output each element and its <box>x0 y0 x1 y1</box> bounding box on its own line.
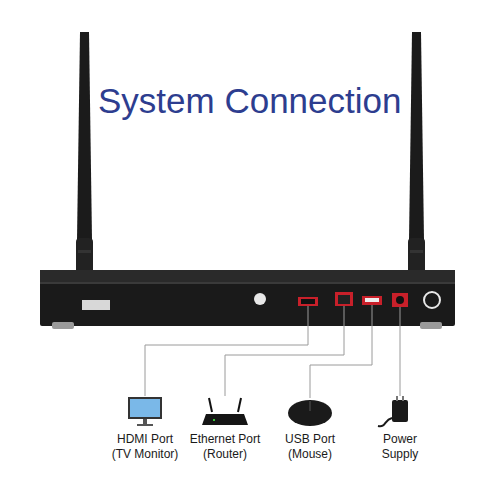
nvr-housing <box>40 270 455 329</box>
power-adapter-icon <box>378 396 408 426</box>
leader-line <box>145 305 400 398</box>
port-caption: USB Port (Mouse) <box>280 432 340 462</box>
port <box>335 292 353 306</box>
mouse-icon <box>288 400 332 426</box>
port <box>362 296 382 305</box>
port-caption: Power Supply <box>375 432 425 462</box>
antenna <box>76 32 93 288</box>
port <box>392 293 408 307</box>
monitor-icon <box>128 397 162 426</box>
port <box>298 297 318 306</box>
port-caption: Ethernet Port (Router) <box>184 432 266 462</box>
router-icon <box>202 398 248 425</box>
antenna <box>408 32 425 288</box>
title: System Connection <box>98 82 401 121</box>
port-caption: HDMI Port (TV Monitor) <box>108 432 182 462</box>
